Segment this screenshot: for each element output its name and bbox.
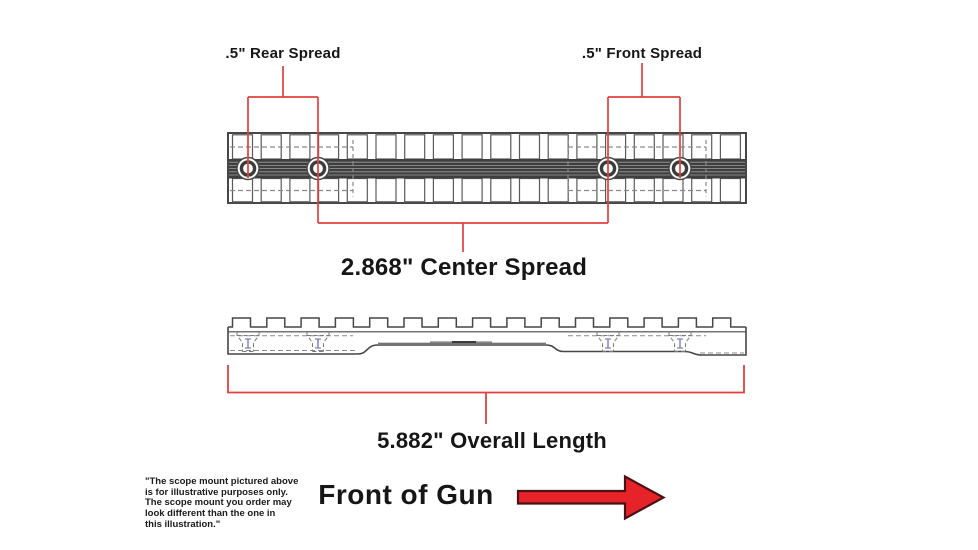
dimension-lines <box>227 63 745 424</box>
front-of-gun-arrow-icon <box>516 474 666 521</box>
front-spread-label: .5" Front Spread <box>581 45 703 62</box>
side-view-rail <box>227 317 747 356</box>
disclaimer-text: "The scope mount pictured above is for i… <box>145 476 299 530</box>
rear-spread-label: .5" Rear Spread <box>225 45 341 62</box>
front-of-gun-label: Front of Gun <box>318 479 494 510</box>
top-view-rail <box>227 132 747 204</box>
overall-length-label: 5.882" Overall Length <box>377 428 607 453</box>
center-spread-label: 2.868" Center Spread <box>340 254 588 281</box>
